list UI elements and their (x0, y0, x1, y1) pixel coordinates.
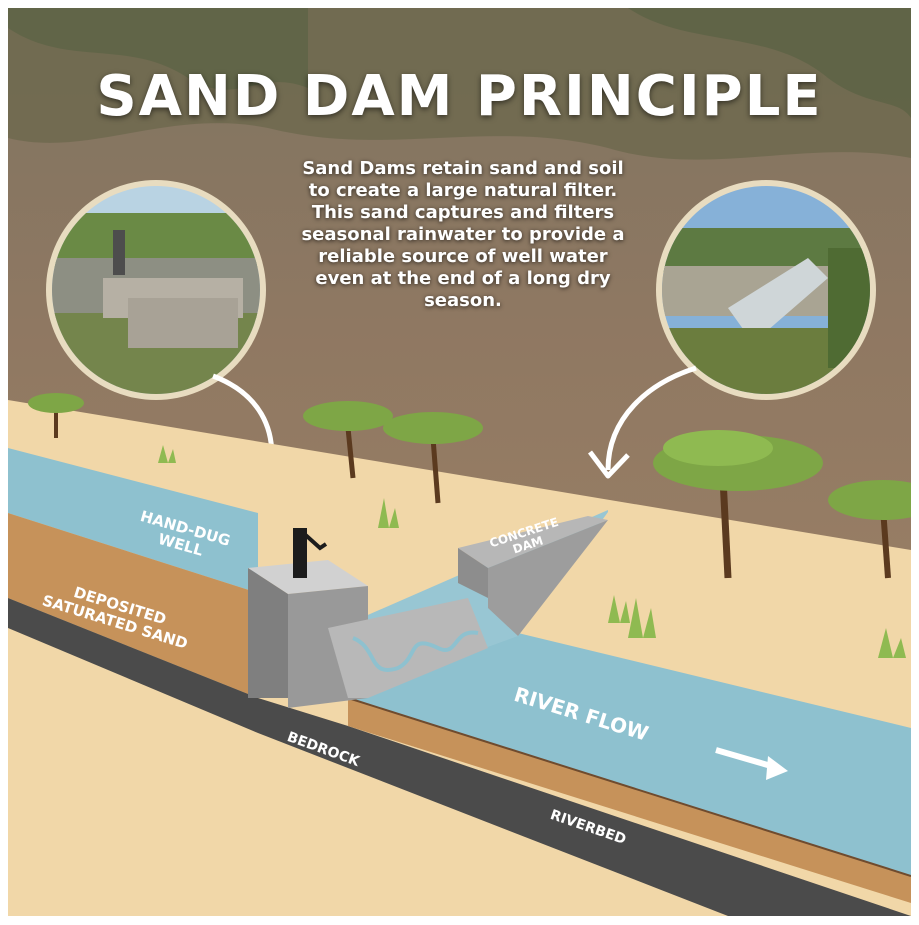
riverbed-layer (348, 698, 911, 903)
concrete-dam (488, 520, 608, 636)
arrow-to-dam (605, 365, 697, 471)
acacia-tree-icon (303, 401, 393, 479)
page-title: SAND DAM PRINCIPLE (96, 64, 823, 129)
acacia-tree-icon (828, 480, 911, 579)
acacia-tree-icon (653, 430, 823, 579)
river-channel (348, 633, 911, 876)
hand-pump-icon (293, 528, 307, 578)
photo-hand-pump-well (46, 180, 266, 400)
grass-icon (878, 628, 906, 658)
deposited-sand-layer (8, 513, 258, 698)
infographic: SAND DAM PRINCIPLE Sand Dams retain sand… (8, 8, 911, 916)
dam-top (458, 516, 608, 568)
acacia-tree-icon (28, 393, 84, 438)
bedrock-layer-front (258, 698, 911, 916)
grass-icon (608, 595, 630, 623)
bedrock-layer-left (8, 598, 258, 733)
dam-spillway (328, 598, 488, 698)
grass-icon (378, 498, 399, 528)
grass-icon (158, 445, 176, 463)
saturated-sand-water (8, 448, 258, 593)
well-top (248, 560, 368, 594)
acacia-tree-icon (383, 412, 483, 504)
description-text: Sand Dams retain sand and soil to create… (301, 158, 625, 311)
photo-concrete-dam (656, 180, 876, 400)
grass-icon (628, 598, 656, 638)
diagram-scene (8, 8, 911, 916)
